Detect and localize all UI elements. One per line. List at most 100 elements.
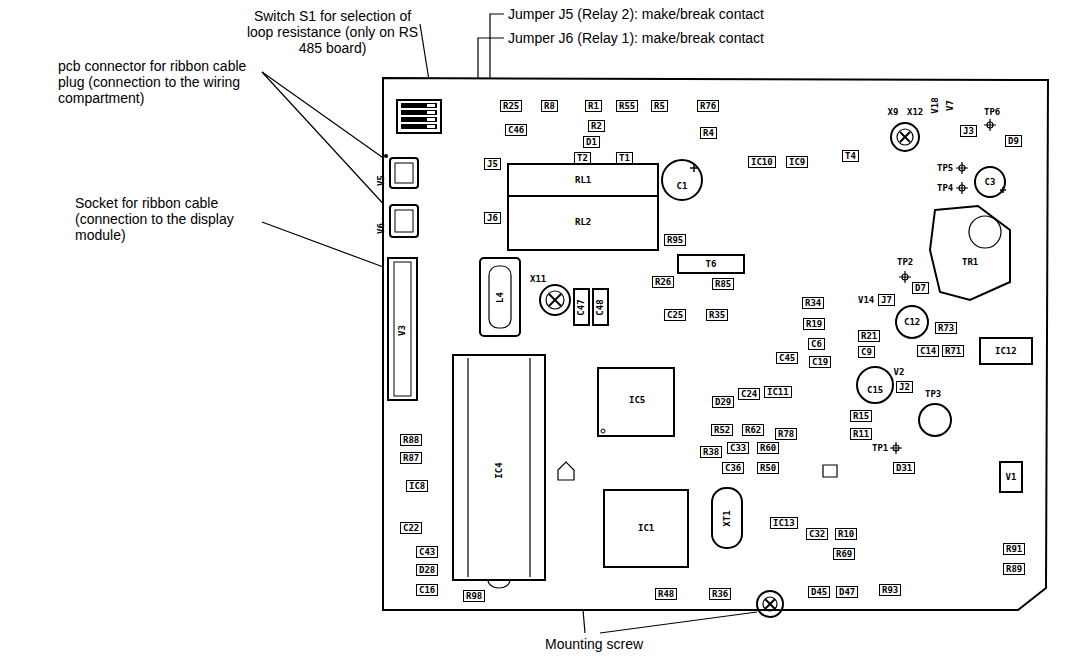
component-designator: R98 bbox=[463, 590, 485, 602]
component-designator: R21 bbox=[858, 330, 880, 342]
component-designator: D47 bbox=[836, 586, 858, 598]
component-designator: C22 bbox=[400, 522, 422, 534]
callout-text: Jumper J6 (Relay 1): make/break contact bbox=[508, 30, 764, 46]
component-designator: R5 bbox=[651, 100, 668, 112]
component-designator: D31 bbox=[893, 462, 915, 474]
component-designator: R62 bbox=[742, 424, 764, 436]
part-label: C47 bbox=[576, 299, 587, 315]
component-designator: IC10 bbox=[748, 156, 776, 168]
part-label: X12 bbox=[907, 107, 923, 118]
callout-text: Switch S1 for selection of loop resistan… bbox=[240, 8, 425, 56]
component-designator: J6 bbox=[484, 212, 501, 224]
part-label: V14 bbox=[858, 295, 874, 306]
component-designator: R55 bbox=[616, 100, 638, 112]
component-designator: R60 bbox=[757, 442, 779, 454]
component-designator: R71 bbox=[942, 345, 964, 357]
part-label: RL1 bbox=[575, 175, 591, 186]
part-label: C1 bbox=[677, 181, 688, 192]
component-designator: R95 bbox=[664, 234, 686, 246]
component-designator: T2 bbox=[574, 152, 591, 164]
component-designator: C46 bbox=[505, 124, 527, 136]
component-designator: C19 bbox=[809, 356, 831, 368]
component-designator: J3 bbox=[960, 125, 977, 137]
component-designator: D28 bbox=[416, 564, 438, 576]
component-designator: T1 bbox=[616, 152, 633, 164]
component-designator: R8 bbox=[541, 100, 558, 112]
component-designator: R69 bbox=[833, 548, 855, 560]
part-label: X11 bbox=[530, 274, 546, 285]
component-designator: R25 bbox=[500, 100, 522, 112]
part-label: V7 bbox=[944, 100, 955, 111]
part-label: C48 bbox=[595, 299, 606, 315]
part-label: L4 bbox=[494, 292, 505, 303]
part-label: V5 bbox=[375, 175, 386, 186]
part-label: IC5 bbox=[629, 395, 645, 406]
component-designator: R52 bbox=[711, 424, 733, 436]
part-label: TP1 bbox=[872, 443, 888, 454]
part-label: V6 bbox=[375, 223, 386, 234]
component-designator: C24 bbox=[738, 388, 760, 400]
component-designator: D9 bbox=[1005, 135, 1022, 147]
component-designator: C33 bbox=[727, 442, 749, 454]
component-designator: R87 bbox=[400, 452, 422, 464]
callout-text: pcb connector for ribbon cable plug (con… bbox=[58, 58, 263, 106]
component-designator: R73 bbox=[935, 322, 957, 334]
part-label: TP3 bbox=[925, 389, 941, 400]
part-label: TP6 bbox=[984, 107, 1000, 118]
part-label: XT1 bbox=[722, 510, 733, 526]
part-label: IC1 bbox=[638, 523, 654, 534]
component-designator: R15 bbox=[850, 410, 872, 422]
component-designator: C6 bbox=[808, 338, 825, 350]
component-designator: R93 bbox=[879, 584, 901, 596]
part-label: V2 bbox=[894, 367, 905, 378]
component-designator: D1 bbox=[583, 136, 600, 148]
part-label: TR1 bbox=[962, 257, 978, 268]
component-designator: R2 bbox=[588, 120, 605, 132]
component-designator: R26 bbox=[652, 276, 674, 288]
component-designator: R48 bbox=[655, 588, 677, 600]
part-label: C15 bbox=[867, 385, 883, 396]
part-label: C12 bbox=[904, 317, 920, 328]
component-designator: R91 bbox=[1003, 543, 1025, 555]
component-designator: IC13 bbox=[770, 517, 798, 529]
component-designator: R88 bbox=[400, 434, 422, 446]
component-designator: R11 bbox=[850, 428, 872, 440]
part-label: IC12 bbox=[995, 346, 1017, 357]
part-label: V1 bbox=[1006, 472, 1017, 483]
part-label: TP2 bbox=[897, 257, 913, 268]
component-designator: D45 bbox=[808, 586, 830, 598]
part-label: V3 bbox=[396, 325, 407, 336]
part-label: T6 bbox=[706, 259, 717, 270]
callout-text: Socket for ribbon cable (connection to t… bbox=[75, 195, 260, 243]
callout-text: Jumper J5 (Relay 2): make/break contact bbox=[508, 6, 764, 22]
component-designator: C16 bbox=[416, 584, 438, 596]
component-designator: R1 bbox=[585, 100, 602, 112]
component-designator: T4 bbox=[842, 150, 859, 162]
callout-text: Mounting screw bbox=[545, 636, 643, 652]
component-designator: R78 bbox=[775, 428, 797, 440]
part-label: RL2 bbox=[575, 217, 591, 228]
component-designator: IC9 bbox=[786, 156, 808, 168]
part-label: X9 bbox=[888, 107, 899, 118]
part-label: IC4 bbox=[494, 462, 505, 478]
component-designator: R35 bbox=[706, 309, 728, 321]
part-label: V18 bbox=[930, 97, 941, 113]
component-designator: IC11 bbox=[764, 386, 792, 398]
component-designator: R36 bbox=[709, 588, 731, 600]
component-designator: R10 bbox=[835, 528, 857, 540]
component-designator: R76 bbox=[697, 100, 719, 112]
component-designator: C45 bbox=[776, 352, 798, 364]
component-designator: C32 bbox=[806, 528, 828, 540]
component-designator: R4 bbox=[700, 127, 717, 139]
component-designator: J5 bbox=[484, 158, 501, 170]
part-label: TP5 bbox=[937, 163, 953, 174]
part-label: C3 bbox=[985, 177, 996, 188]
component-designator: R34 bbox=[802, 297, 824, 309]
component-designator: IC8 bbox=[406, 480, 428, 492]
component-designator: R38 bbox=[700, 446, 722, 458]
component-designator: R85 bbox=[712, 278, 734, 290]
part-label: TP4 bbox=[937, 183, 953, 194]
